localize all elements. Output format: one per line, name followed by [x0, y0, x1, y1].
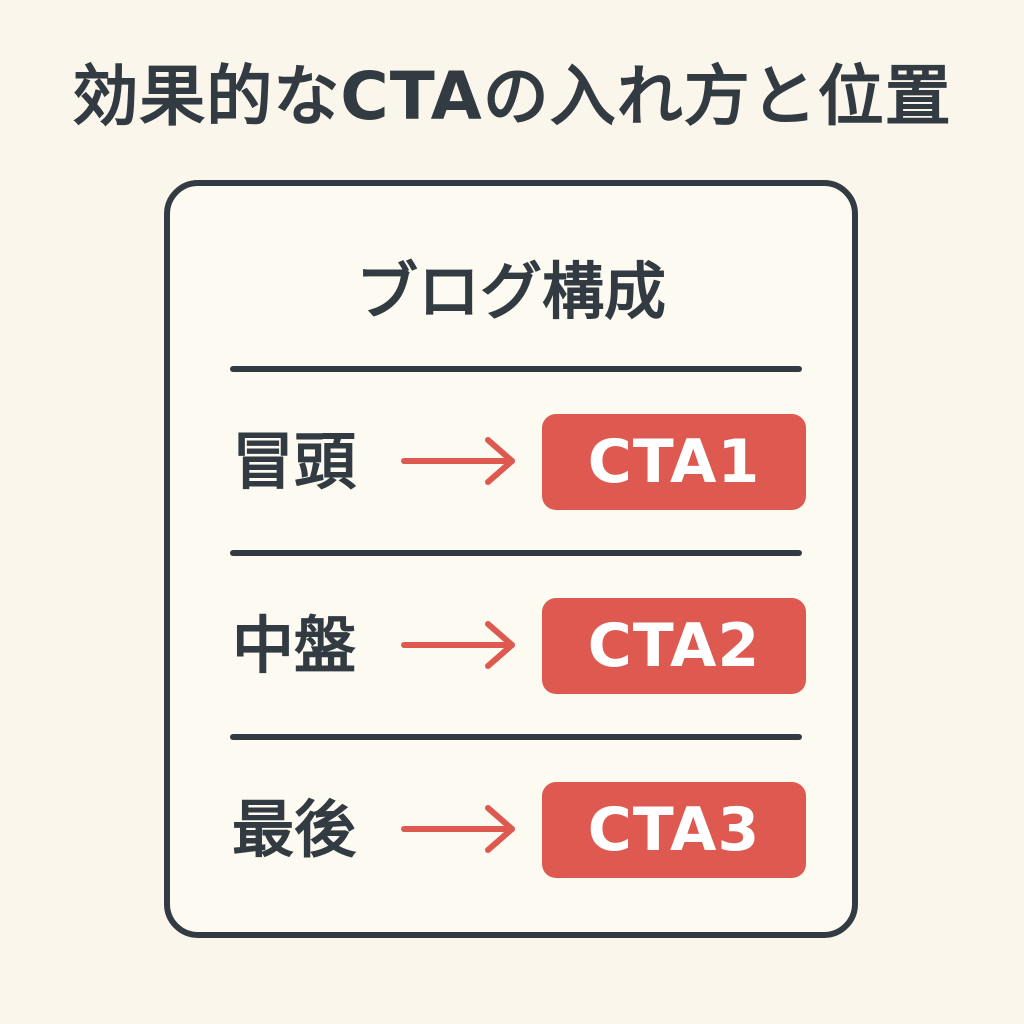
row-label-middle: 中盤: [232, 609, 357, 682]
row-label-beginning: 冒頭: [232, 425, 357, 498]
right-arrow-icon: [401, 437, 515, 485]
cta-badge-2: CTA2: [542, 598, 806, 694]
blog-structure-panel: ブログ構成 冒頭 CTA1 中盤 CTA2 最後 CTA3: [164, 180, 858, 938]
page-title: 効果的なCTAの入れ方と位置: [72, 58, 952, 135]
divider-top: [230, 366, 802, 372]
divider-middle-2: [230, 734, 802, 740]
right-arrow-icon: [401, 805, 515, 853]
right-arrow-icon: [401, 621, 515, 669]
row-middle: 中盤 CTA2: [230, 598, 806, 694]
row-beginning: 冒頭 CTA1: [230, 414, 806, 510]
cta-badge-1: CTA1: [542, 414, 806, 510]
row-end: 最後 CTA3: [230, 782, 806, 878]
panel-title: ブログ構成: [355, 255, 666, 328]
divider-middle-1: [230, 550, 802, 556]
row-label-end: 最後: [232, 793, 357, 866]
cta-badge-3: CTA3: [542, 782, 806, 878]
